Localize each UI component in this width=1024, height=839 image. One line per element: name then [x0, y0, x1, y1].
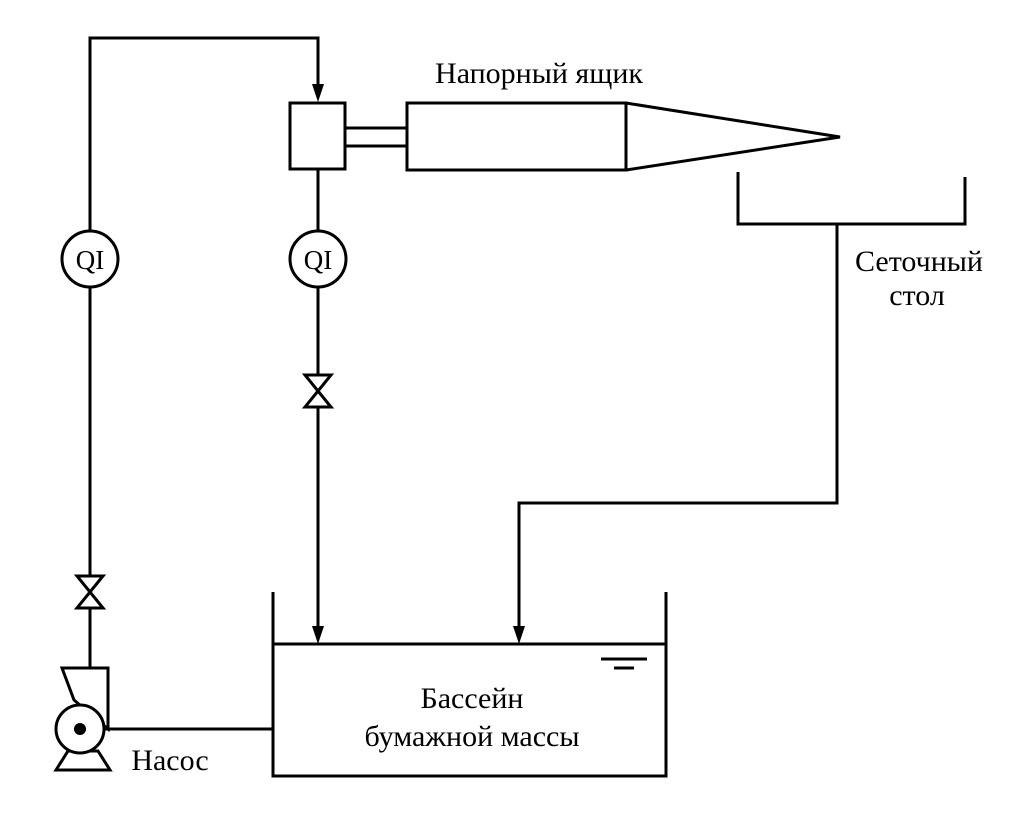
wire-table-tray	[736, 172, 967, 226]
pump-to-mixbox-line	[88, 36, 320, 668]
qi-right-label: QI	[304, 245, 333, 275]
pool-inlet-arrow	[312, 626, 324, 644]
pool-tank	[271, 592, 668, 778]
pool-label-line2: бумажной массы	[364, 720, 579, 753]
pool-label-line1: Бассейн	[421, 682, 524, 715]
valve-left-icon	[73, 574, 107, 610]
wire-table-label-line1: Сеточный	[855, 245, 983, 278]
wire-table-drain-line	[517, 224, 839, 628]
drain-inlet-arrow	[513, 626, 525, 644]
headbox-label: Напорный ящик	[435, 57, 643, 90]
wire-table-label-line2: стол	[889, 279, 945, 312]
headbox-nozzle	[625, 101, 841, 172]
mixbox-inlet-arrow	[312, 84, 324, 102]
valve-right-icon	[301, 373, 335, 409]
pump-icon	[53, 666, 113, 772]
qi-right-circle	[288, 229, 348, 289]
mixing-box	[288, 101, 347, 171]
qi-left-label: QI	[76, 245, 105, 275]
pump-label: Насос	[131, 744, 208, 777]
headbox-body	[405, 101, 628, 172]
qi-left-circle	[60, 229, 120, 289]
